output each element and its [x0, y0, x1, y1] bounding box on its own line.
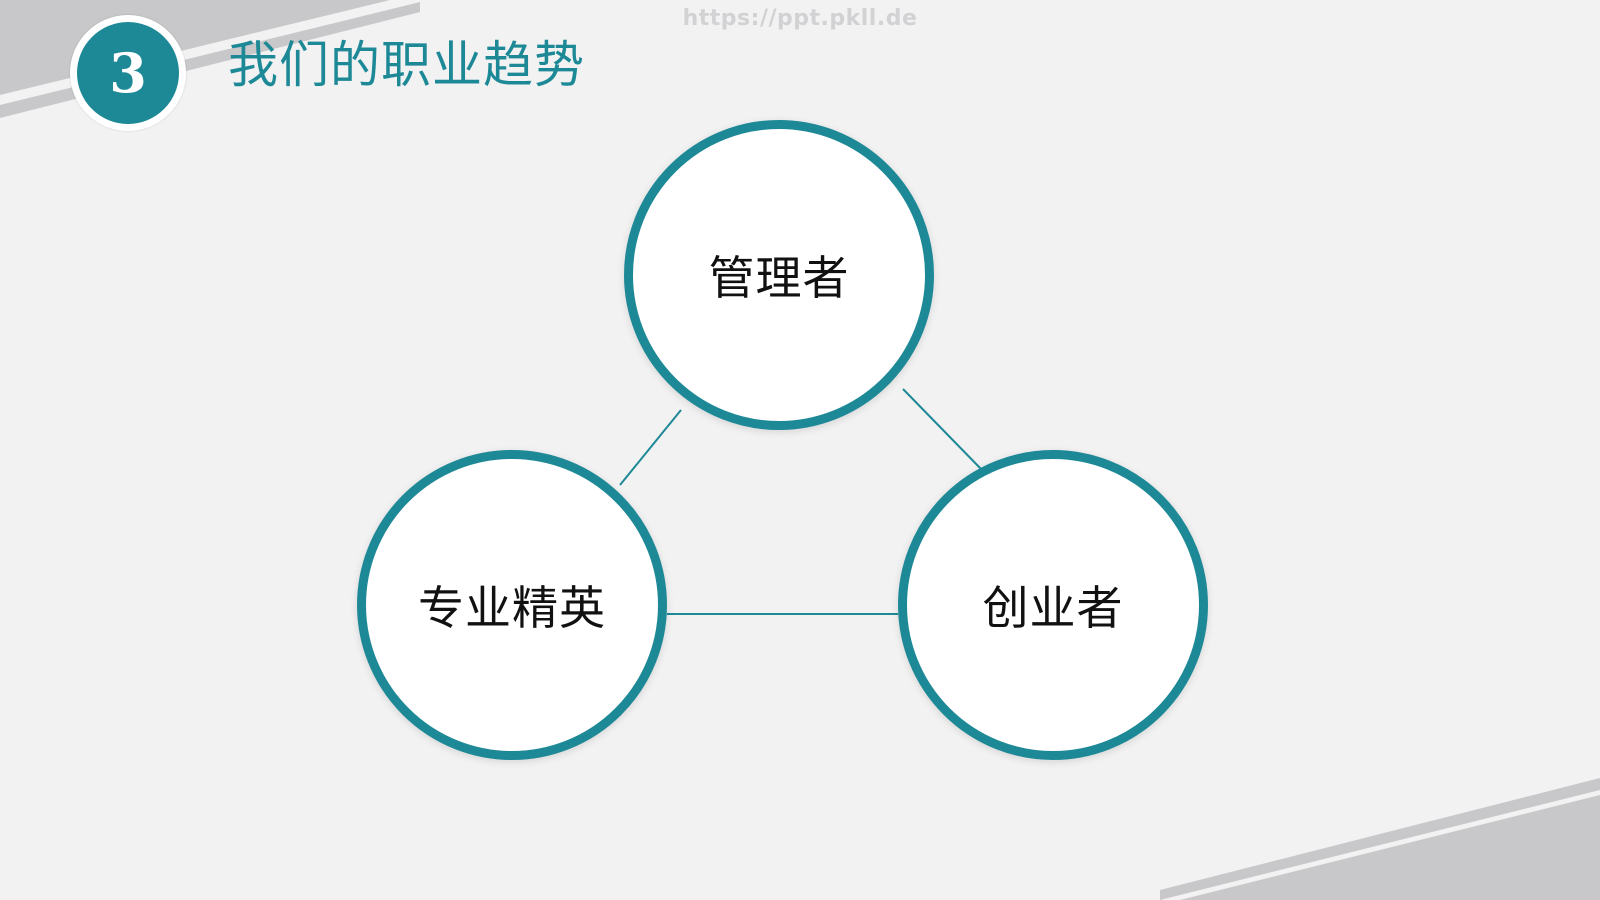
section-badge-circle: 3: [77, 22, 179, 124]
node-entrepreneur-label: 创业者: [982, 581, 1124, 635]
node-manager-label: 管理者: [708, 251, 850, 305]
node-professional-elite-label: 专业精英: [418, 581, 606, 635]
node-professional-elite: 专业精英: [357, 450, 667, 760]
node-entrepreneur: 创业者: [898, 450, 1208, 760]
connector-top-right: [902, 388, 983, 471]
section-number: 3: [109, 41, 147, 105]
bottom-right-stripe: [1180, 795, 1600, 900]
section-badge: 3: [70, 15, 186, 131]
connector-top-left: [619, 409, 682, 486]
bottom-right-thin-stripe: [1160, 778, 1600, 900]
watermark-url: https://ppt.pkll.de: [682, 6, 918, 31]
node-manager: 管理者: [624, 120, 934, 430]
page-title: 我们的职业趋势: [228, 36, 585, 94]
